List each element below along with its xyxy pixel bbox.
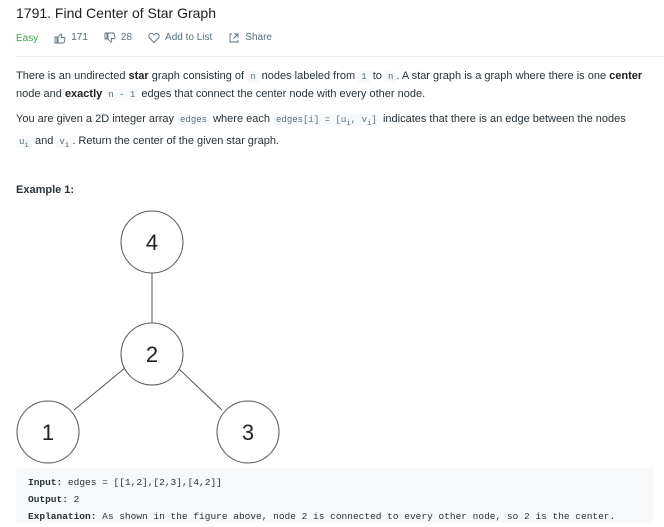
subscript: i [24, 141, 29, 150]
text: node and [16, 88, 65, 100]
edge-2-1 [73, 367, 126, 411]
text: You are given a 2D integer array [16, 113, 178, 125]
inline-code: n [384, 71, 397, 83]
share-button[interactable]: Share [228, 32, 272, 44]
description-paragraph-2: You are given a 2D integer array edges w… [16, 111, 661, 155]
subscript: i [366, 119, 372, 128]
explanation-value: As shown in the figure above, node 2 is … [96, 511, 616, 522]
text: where each [210, 113, 274, 125]
code-part: , v [350, 115, 367, 125]
text: graph consisting of [148, 70, 248, 82]
subscript: i [346, 119, 351, 128]
text: . A star graph is a graph where there is… [396, 70, 610, 82]
header-divider [16, 56, 664, 57]
star-graph-figure: 4 2 1 3 [16, 210, 280, 464]
text: indicates that there is an edge between … [379, 113, 626, 125]
example-input-line: Input: edges = [[1,2],[2,3],[4,2]] [28, 474, 642, 491]
description-paragraph-1: There is an undirected star graph consis… [16, 68, 661, 104]
example-code-block: Input: edges = [[1,2],[2,3],[4,2]] Outpu… [16, 468, 654, 523]
output-label: Output: [28, 494, 68, 505]
graph-node-label: 1 [42, 420, 54, 445]
graph-node-2: 2 [120, 322, 184, 386]
input-value: edges = [[1,2],[2,3],[4,2]] [62, 477, 222, 488]
share-label: Share [245, 32, 272, 43]
problem-meta-bar: Easy 171 28 Add to List Share [16, 31, 288, 45]
code-part: u [19, 136, 25, 147]
input-label: Input: [28, 477, 63, 488]
thumbs-down-icon [104, 32, 116, 43]
text: edges that connect the center node with … [138, 88, 426, 100]
example-explanation-line: Explanation: As shown in the figure abov… [28, 508, 642, 525]
code-part: edges[i] = [u [276, 115, 347, 125]
bold-text: star [128, 70, 149, 82]
text: There is an undirected [16, 70, 129, 82]
inline-code: vi [56, 135, 73, 150]
heart-icon [148, 33, 160, 44]
inline-code: edges [177, 114, 211, 126]
add-to-list-label: Add to List [165, 32, 213, 43]
inline-code: n [247, 71, 259, 83]
share-icon [229, 33, 239, 43]
graph-node-label: 2 [146, 342, 158, 367]
inline-code: 1 [358, 71, 370, 83]
difficulty-label: Easy [16, 32, 39, 44]
explanation-label: Explanation: [28, 511, 97, 522]
text: nodes labeled from [258, 70, 359, 82]
thumbs-up-icon [54, 33, 66, 44]
text: to [369, 70, 385, 82]
problem-title: 1791. Find Center of Star Graph [16, 5, 216, 21]
graph-node-label: 3 [242, 420, 254, 445]
inline-code: ui [16, 135, 32, 150]
dislike-button[interactable]: 28 [104, 32, 132, 44]
graph-node-3: 3 [216, 400, 280, 464]
code-part: v [59, 136, 65, 147]
bold-text: exactly [64, 88, 103, 100]
graph-node-1: 1 [16, 400, 80, 464]
example-title: Example 1: [16, 184, 75, 196]
text: and [31, 134, 57, 147]
text: . Return the center of the given star gr… [72, 134, 279, 147]
output-value: 2 [67, 494, 80, 505]
like-button[interactable]: 171 [54, 32, 88, 44]
subscript: i [64, 141, 70, 150]
code-part: ] [371, 115, 377, 125]
example-output-line: Output: 2 [28, 491, 642, 508]
graph-node-4: 4 [120, 210, 184, 274]
inline-code: n - 1 [105, 89, 139, 101]
inline-code: edges[i] = [ui, vi] [273, 114, 380, 128]
edge-2-3 [177, 367, 223, 411]
add-to-list-button[interactable]: Add to List [148, 32, 212, 44]
graph-node-label: 4 [146, 230, 158, 255]
bold-text: center [609, 70, 643, 82]
dislike-count: 28 [120, 32, 133, 43]
like-count: 171 [71, 32, 88, 43]
